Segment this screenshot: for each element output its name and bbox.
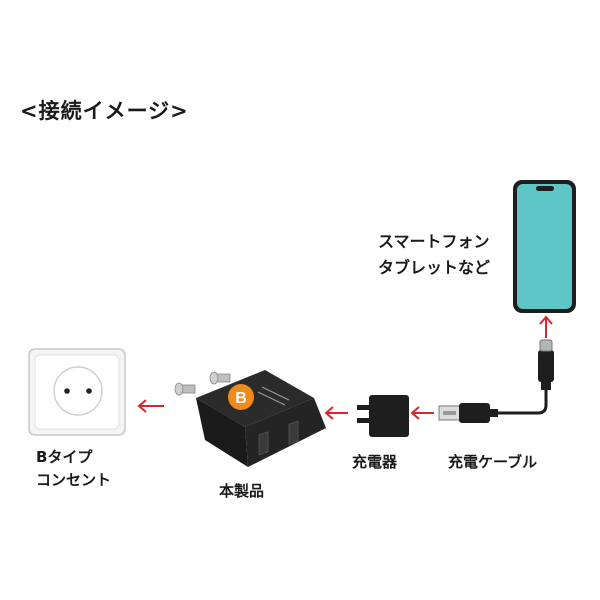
left-arrow-icon (410, 406, 434, 420)
charger-label: 充電器 (352, 453, 398, 471)
product-badge-letter: B (235, 390, 247, 407)
left-arrow-icon (324, 406, 348, 420)
cable-label: 充電ケーブル (448, 453, 538, 471)
diagram-title: <接続イメージ> (20, 99, 189, 123)
outlet-label-line2: コンセント (36, 471, 112, 489)
usb-charger-icon (357, 395, 409, 437)
usb-cable-icon (438, 339, 554, 423)
b-type-outlet-icon (28, 348, 126, 436)
smartphone-label-line1: スマートフォン (378, 232, 490, 251)
smartphone-icon (513, 180, 576, 313)
left-arrow-icon (137, 399, 164, 413)
up-arrow-icon (539, 315, 553, 338)
smartphone-label: スマートフォン タブレットなど (378, 229, 490, 281)
smartphone-label-line2: タブレットなど (378, 258, 491, 277)
outlet-label-line1: Bタイプ (36, 448, 93, 466)
product-label: 本製品 (219, 482, 265, 500)
plug-adapter-icon: B (174, 370, 326, 467)
outlet-label: Bタイプ コンセント (36, 446, 111, 492)
